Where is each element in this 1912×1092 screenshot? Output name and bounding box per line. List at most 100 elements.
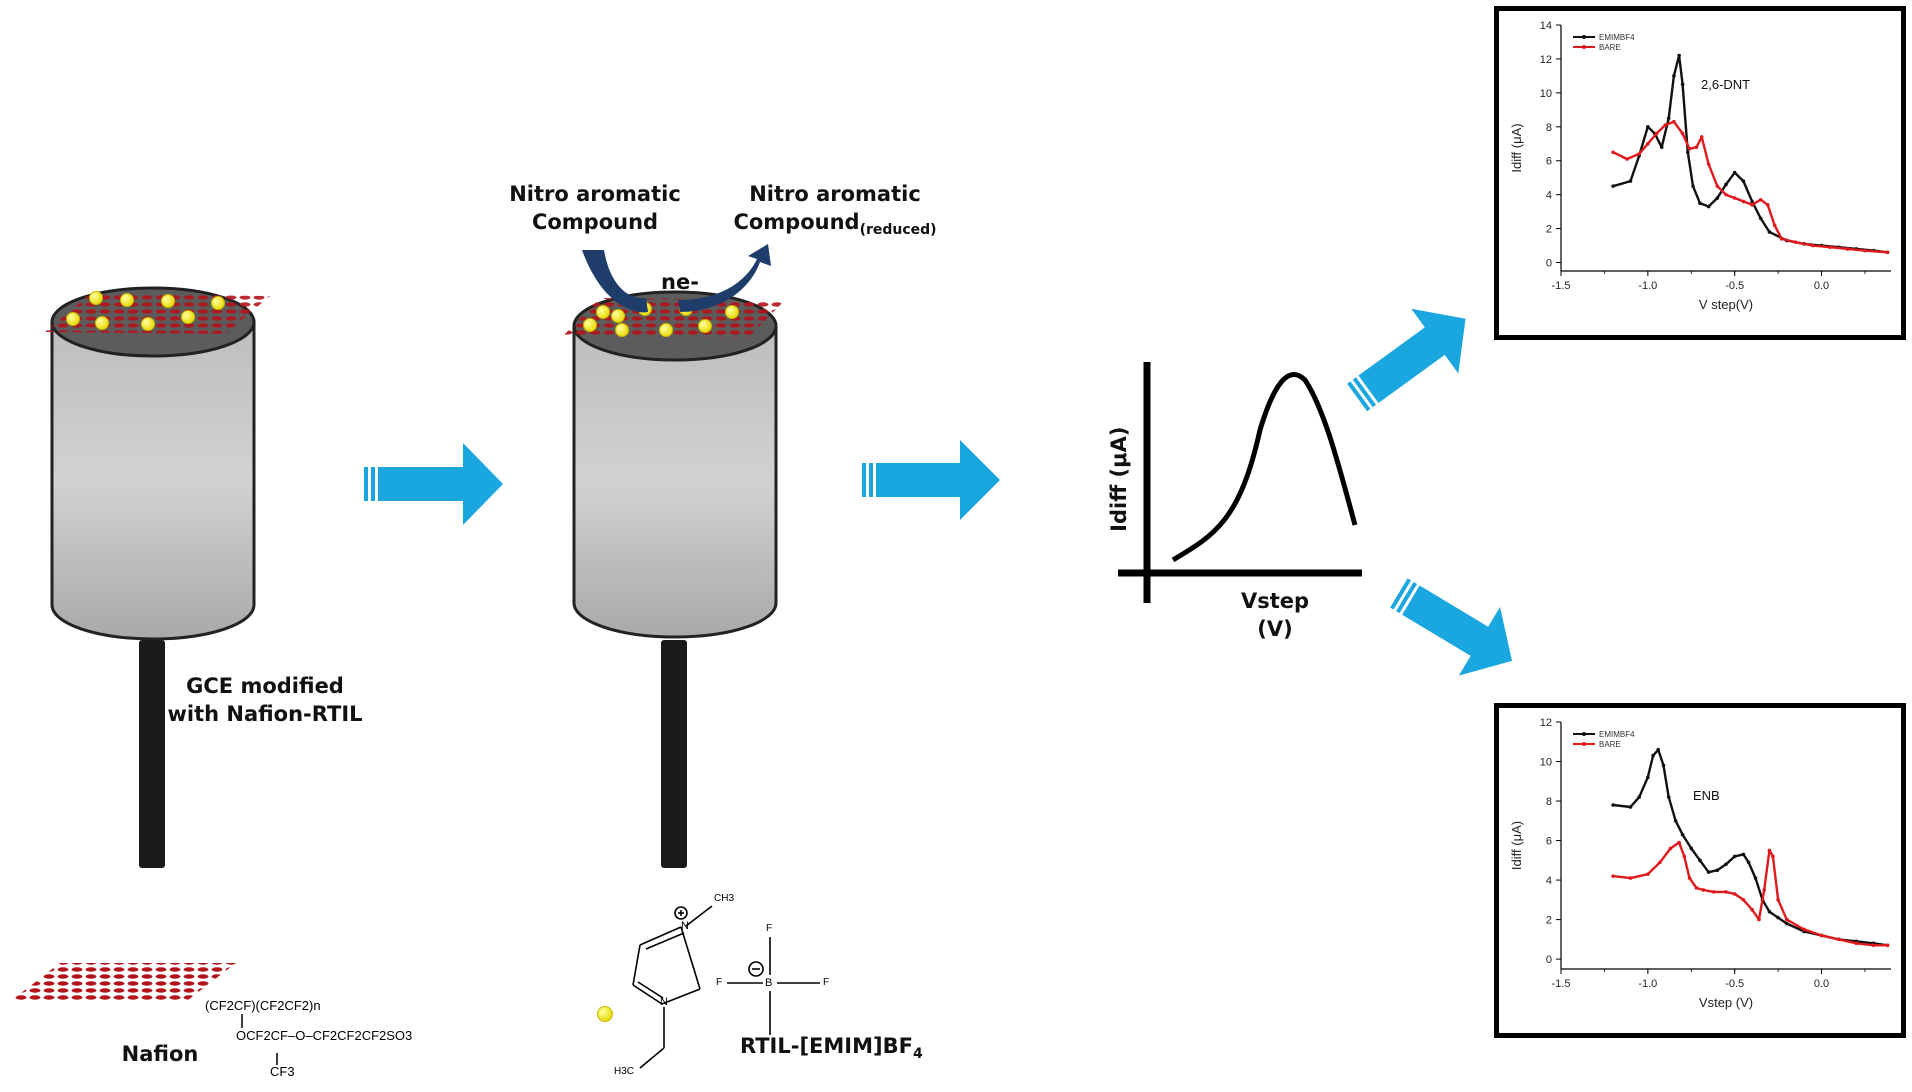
chart-point [1750,203,1754,207]
chart-point [1732,892,1737,896]
rtil-legend-particle [597,1006,613,1022]
chart-y-tick-label: 14 [1540,20,1552,32]
chart-point [1637,795,1641,799]
electrode-middle-nafion-film [563,298,785,338]
chart-point [1750,907,1754,912]
reaction-arrows [582,244,771,313]
chart-point [1828,245,1833,250]
chart-point [1793,240,1798,244]
chart-point [1651,753,1655,758]
chart-point [1698,201,1702,205]
emim-structure [632,905,713,1069]
bf4-fluorine-left: F [716,977,723,988]
chart-point [1871,943,1876,948]
chart-point [1699,135,1704,139]
chart-point [1646,775,1650,780]
rtil-label: RTIL-[EMIM]BF4 [740,1032,930,1064]
chart-point [1819,933,1824,938]
chart-point [1682,854,1687,859]
electrode-middle [563,290,785,868]
nitro-compound-line1: Nitro aromatic [509,182,681,206]
schematic-plot [1118,362,1362,603]
chart-point [1746,860,1751,865]
chart-point [1658,860,1662,865]
electrode-middle-shaft [661,640,687,868]
chart-point [1611,184,1615,188]
process-arrow-1 [364,443,503,525]
chart-point [1646,124,1650,129]
chart-point [1685,150,1690,155]
chart-point [1646,141,1650,146]
chart-series-line-emimbf4 [1612,54,1888,254]
chart-point [1771,854,1775,859]
chart-y-tick-label: 6 [1546,836,1552,848]
chart-point [1715,184,1720,188]
bf4-fluorine-right: F [823,977,830,988]
process-arrow-up [1347,308,1466,412]
electrode-middle-body [572,324,778,639]
chart-point [1659,145,1664,149]
chart-y-tick-label: 0 [1546,258,1552,270]
chart-point [1765,203,1770,207]
nafion-formula-bottom: CF3 [270,1064,295,1079]
process-arrow-2 [862,440,1000,520]
chart-point [1854,941,1859,946]
chart-point [1758,216,1763,221]
chart-point [1611,803,1615,807]
chart-annotation: 2,6-DNT [1701,77,1750,92]
chart-point [1691,184,1695,188]
chart-point [1767,848,1772,853]
chart-legend-marker [1582,732,1586,736]
chart-point [1779,236,1784,241]
schematic-xlabel: Vstep (V) [1240,589,1310,642]
chart-point [1724,862,1728,867]
electrode-left-rtil-particles [66,291,225,331]
nitro-reduced-line2: Compound(reduced) [725,208,945,240]
chart-point [1694,886,1699,890]
bf4-boron: B [765,977,773,989]
chart-point [1628,179,1633,183]
chart-series-line-bare [1612,120,1888,254]
chart-point [1694,145,1699,149]
chart-x-tick-label: -0.5 [1725,280,1744,292]
chart-point [1654,131,1659,136]
chart-point [1784,917,1789,922]
chart-point [1680,82,1685,87]
chart-point [1784,921,1789,926]
nitro-reduced-line1: Nitro aromatic [749,182,921,206]
chart-point [1885,250,1890,255]
chart-point [1611,150,1615,155]
chart-annotation: ENB [1693,788,1720,803]
chart-legend-label: EMIMBF4 [1599,730,1635,739]
chart-point [1715,868,1720,872]
chart-point [1715,196,1720,200]
chart-y-tick-label: 4 [1546,190,1552,202]
chart-point [1724,192,1728,197]
chart-legend-label: BARE [1599,740,1621,749]
chart-legend-marker [1582,35,1586,39]
nitro-compound-label: Nitro aromatic Compound [505,180,685,237]
nitro-reduced-subscript: (reduced) [859,222,937,239]
chart-point [1663,123,1668,127]
chart-y-tick-label: 10 [1540,88,1552,100]
nafion-formula-bonds [241,1014,278,1065]
chart-point [1845,247,1850,251]
chart-point [1706,204,1711,209]
chart-point [1687,876,1692,880]
chart-point [1885,943,1890,948]
chart-point [1772,223,1777,227]
chart-point [1767,230,1772,234]
chart-x-tick-label: 0.0 [1814,280,1829,292]
gce-label-line2: with Nafion-RTIL [167,702,363,727]
chart-x-tick-label: -0.5 [1725,978,1744,990]
chart-point [1677,53,1681,58]
nitro-reduced-word: Compound [733,210,860,235]
chart-point [1701,888,1706,892]
chart-ylabel: Idiff (μA) [1509,123,1524,172]
nafion-sheet [12,963,236,1000]
chart-point [1767,909,1772,914]
chart-y-tick-label: 12 [1540,54,1552,66]
bf4-fluorine-top: F [766,923,773,934]
